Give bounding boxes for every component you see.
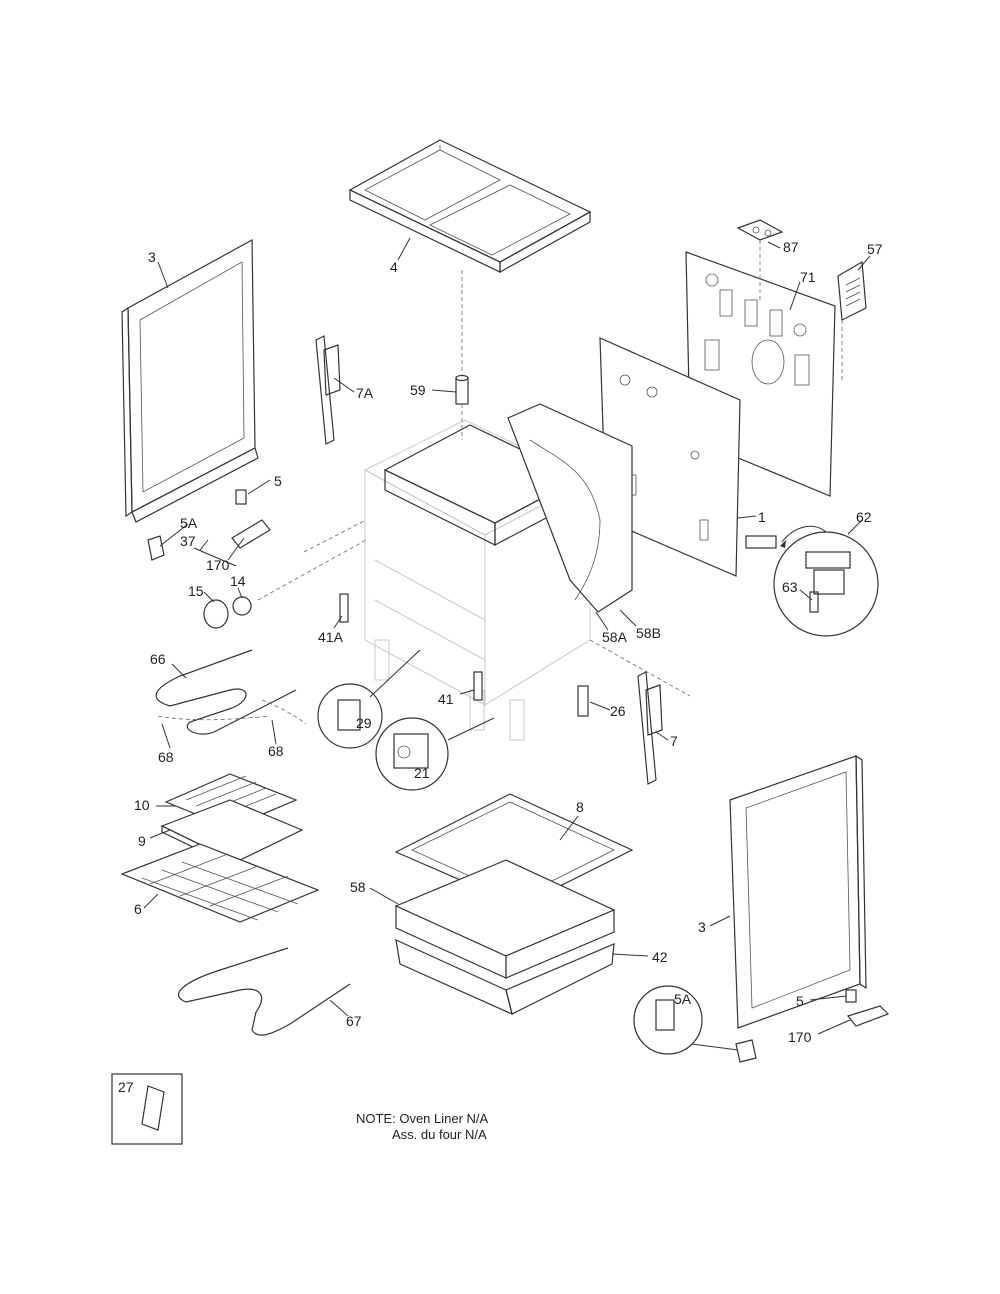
callout-29: 29	[356, 715, 372, 731]
callout-9: 9	[138, 833, 146, 849]
callout-1: 1	[758, 509, 766, 525]
callout-5-left: 5	[274, 473, 282, 489]
callout-10: 10	[134, 797, 150, 813]
part-5A-detail-right	[633, 985, 757, 1063]
note: NOTE: Oven Liner N/A Ass. du four N/A	[356, 1111, 489, 1142]
callout-67: 67	[346, 1013, 362, 1029]
callout-42: 42	[652, 949, 668, 965]
callout-57: 57	[867, 241, 883, 257]
callout-7: 7	[670, 733, 678, 749]
part-58-drawer	[394, 859, 616, 979]
callout-21: 21	[414, 765, 430, 781]
callout-27: 27	[118, 1079, 134, 1095]
part-59-post	[455, 290, 469, 440]
callout-59: 59	[410, 382, 426, 398]
callout-14: 14	[230, 573, 246, 589]
callout-labels: 3 4 87 57 71 7A 59 5 5A 37 170 15 14 1 6…	[118, 239, 883, 1095]
part-3-left-side-panel	[121, 238, 259, 523]
callout-66: 66	[150, 651, 166, 667]
part-68-dashed-lines	[157, 699, 307, 725]
callout-5-right: 5	[796, 993, 804, 1009]
part-6-oven-rack	[120, 843, 320, 923]
part-41A-clip	[339, 593, 349, 623]
callout-15: 15	[188, 583, 204, 599]
oven-cavity	[363, 403, 633, 741]
callout-58A: 58A	[602, 629, 628, 645]
part-41-clip	[473, 671, 483, 701]
callout-71: 71	[800, 269, 816, 285]
right-hinge-hardware	[845, 989, 890, 1027]
callout-41: 41	[438, 691, 454, 707]
part-4-top-panel	[348, 139, 592, 290]
callout-26: 26	[610, 703, 626, 719]
callout-4: 4	[390, 259, 398, 275]
callout-37: 37	[180, 533, 196, 549]
callout-3-left: 3	[148, 249, 156, 265]
part-66-broil-element	[155, 649, 297, 735]
callout-170-left: 170	[206, 557, 230, 573]
callout-68-right: 68	[268, 743, 284, 759]
callout-8: 8	[576, 799, 584, 815]
callout-170-right: 170	[788, 1029, 812, 1045]
part-27-box	[111, 1073, 183, 1145]
part-42-drawer-panel	[395, 938, 615, 1016]
callout-58: 58	[350, 879, 366, 895]
callout-7A: 7A	[356, 385, 374, 401]
callout-68-left: 68	[158, 749, 174, 765]
part-7A-hinge	[315, 335, 341, 445]
callout-41A: 41A	[318, 629, 344, 645]
callout-5A-left: 5A	[180, 515, 198, 531]
callout-6: 6	[134, 901, 142, 917]
part-67-bake-element	[178, 947, 351, 1036]
callout-58B: 58B	[636, 625, 661, 641]
callout-5A-right: 5A	[674, 991, 692, 1007]
note-line-1: NOTE: Oven Liner N/A	[356, 1111, 489, 1126]
part-3-right-side-panel	[729, 754, 867, 1029]
part-62-terminal-block-detail	[745, 525, 879, 637]
part-7-hinge	[637, 671, 663, 785]
callout-3-right: 3	[698, 919, 706, 935]
part-57-vent-cover	[837, 261, 867, 380]
part-29-detail	[317, 649, 421, 749]
part-26-clip	[577, 685, 589, 717]
callout-63: 63	[782, 579, 798, 595]
part-21-detail	[375, 717, 495, 791]
callout-62: 62	[856, 509, 872, 525]
callout-87: 87	[783, 239, 799, 255]
part-87-bracket	[736, 219, 784, 300]
note-line-2: Ass. du four N/A	[392, 1127, 487, 1142]
leader-lines	[143, 237, 871, 1035]
